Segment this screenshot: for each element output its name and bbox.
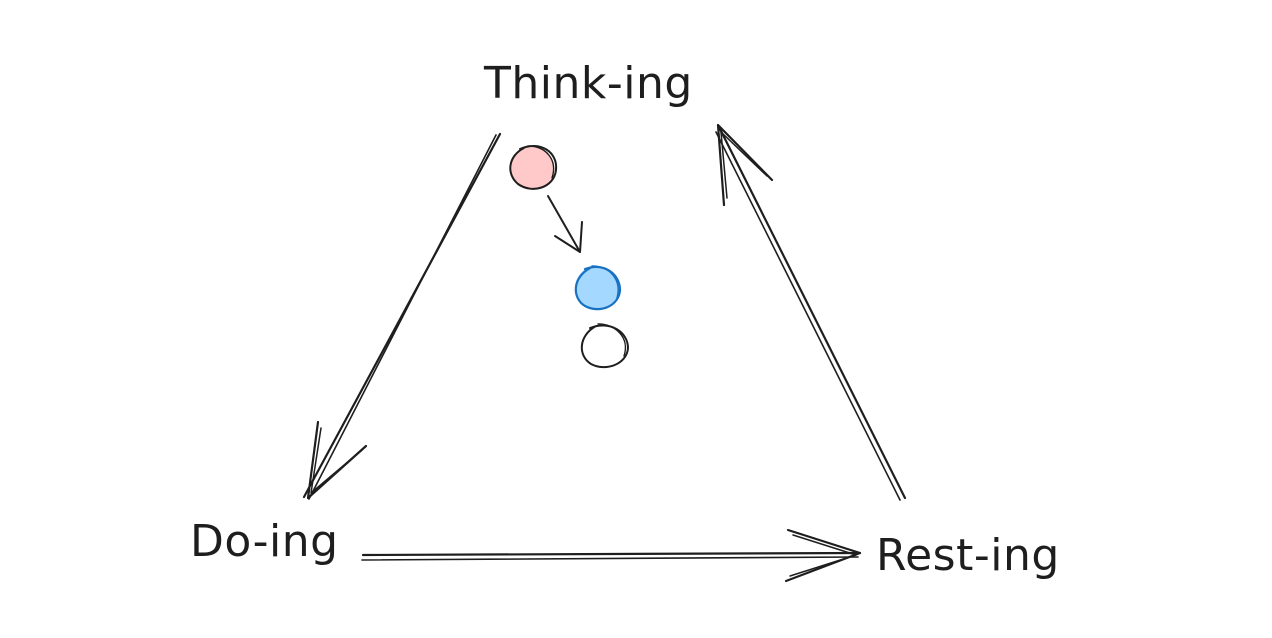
arrow-pink-to-blue	[547, 195, 583, 253]
arrow-resting-to-thinking	[715, 123, 907, 501]
node-label-resting: Rest-ing	[876, 530, 1060, 581]
arrow-doing-to-resting	[361, 528, 862, 583]
node-label-doing: Do-ing	[190, 516, 339, 567]
pink-circle-marker	[509, 144, 558, 190]
white-circle-marker	[580, 323, 629, 369]
arrow-thinking-to-doing	[302, 132, 502, 500]
blue-circle-marker	[574, 265, 622, 311]
node-label-thinking: Think-ing	[484, 58, 693, 109]
